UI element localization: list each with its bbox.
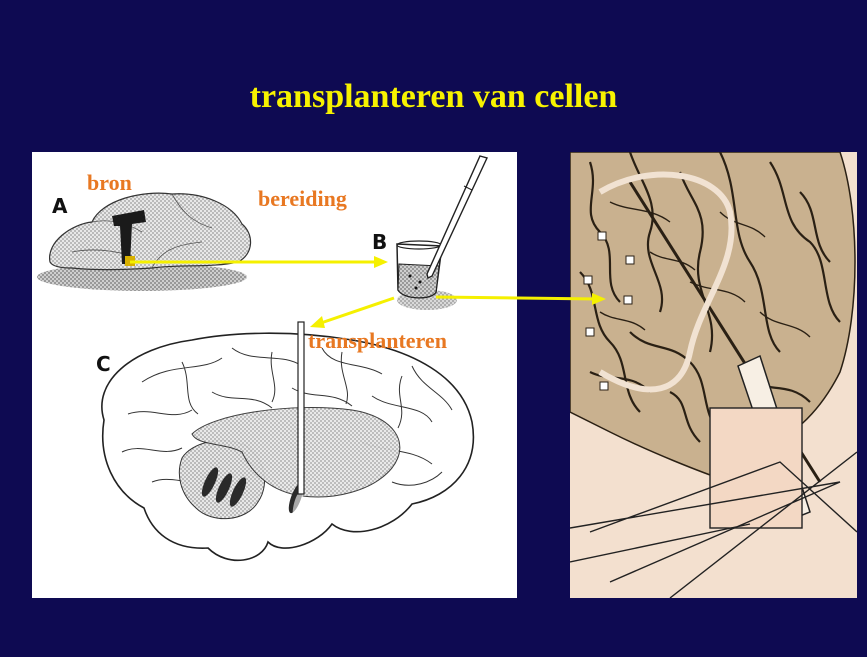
arrow-prep-to-section: [436, 293, 606, 305]
